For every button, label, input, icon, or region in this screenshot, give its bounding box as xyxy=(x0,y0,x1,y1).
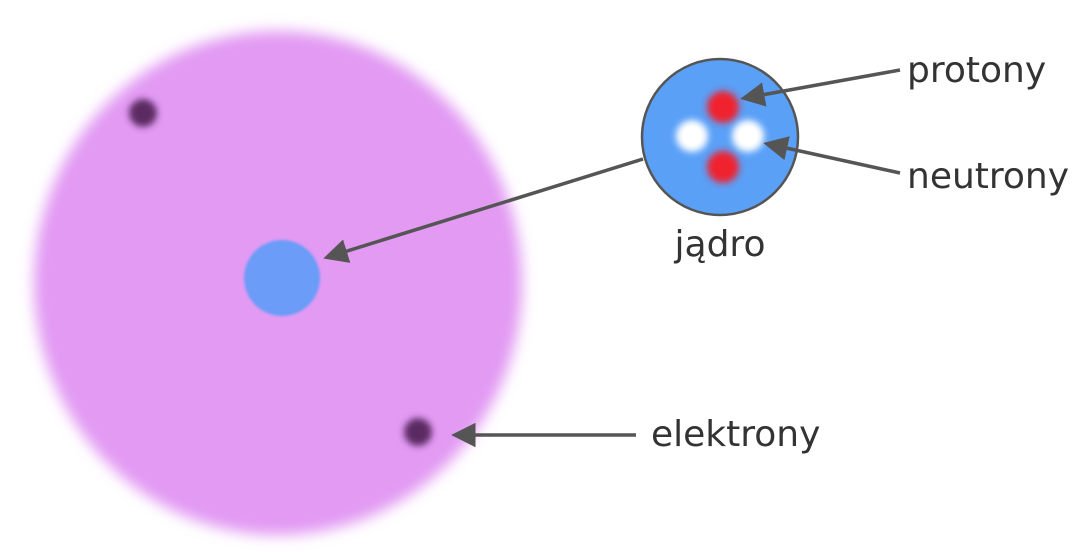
proton-bottom xyxy=(707,151,739,183)
arrow-protons xyxy=(740,68,901,107)
electron-top-left xyxy=(129,99,157,127)
nucleus-small xyxy=(244,240,320,316)
neutron-left xyxy=(676,120,708,152)
nucleus-zoom xyxy=(640,57,800,217)
label-electrons: elektrony xyxy=(651,414,820,455)
proton-top xyxy=(707,91,739,123)
label-neutrons: neutrony xyxy=(907,156,1069,197)
arrow-neutrons xyxy=(763,136,901,175)
neutron-right xyxy=(732,120,764,152)
arrow-nucleus xyxy=(323,157,644,263)
electron-bottom-right xyxy=(404,418,432,446)
label-nucleus: jądro xyxy=(674,224,766,265)
label-protons: protony xyxy=(907,50,1046,91)
